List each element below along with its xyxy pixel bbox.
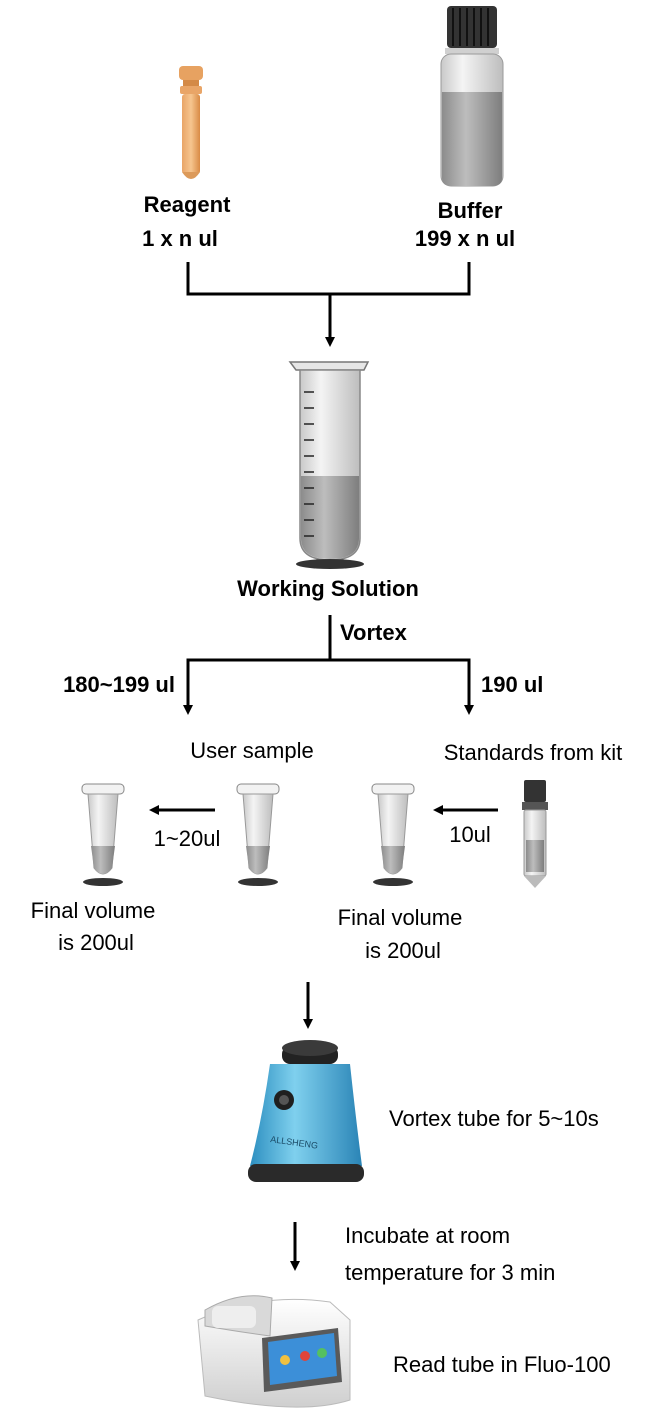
buffer-bottle-icon — [440, 6, 504, 187]
fluo-reader-icon — [197, 1295, 351, 1408]
buffer-name: Buffer — [438, 198, 503, 223]
right-transfer-label: 10ul — [449, 822, 491, 847]
reagent-volume: 1 x n ul — [142, 226, 218, 251]
user-sample-label: User sample — [190, 738, 313, 763]
merge-bracket — [186, 262, 471, 296]
left-final-tube-icon — [81, 783, 125, 886]
left-transfer-label: 1~20ul — [154, 826, 221, 851]
working-solution-label: Working Solution — [237, 576, 419, 601]
reagent-tube-icon — [179, 66, 203, 179]
left-final-line2: is 200ul — [58, 930, 134, 955]
standards-vial-icon — [522, 780, 548, 888]
buffer-volume: 199 x n ul — [415, 226, 515, 251]
right-volume-label: 190 ul — [481, 672, 543, 697]
incubate-line2: temperature for 3 min — [345, 1260, 555, 1285]
vortex-mixer-icon: ALLSHENG — [248, 1040, 364, 1182]
left-volume-label: 180~199 ul — [63, 672, 175, 697]
right-final-line2: is 200ul — [365, 938, 441, 963]
right-final-tube-icon — [371, 783, 415, 886]
working-solution-tube-icon — [288, 361, 370, 569]
user-sample-tube-icon — [236, 783, 280, 886]
standards-label: Standards from kit — [444, 740, 623, 765]
reagent-name: Reagent — [144, 192, 231, 217]
left-final-line1: Final volume — [31, 898, 156, 923]
vortex-step-label: Vortex tube for 5~10s — [389, 1106, 599, 1131]
split-bracket — [186, 658, 474, 715]
incubate-line1: Incubate at room — [345, 1223, 510, 1248]
vortex-label: Vortex — [340, 620, 408, 645]
read-step-label: Read tube in Fluo-100 — [393, 1352, 611, 1377]
right-final-line1: Final volume — [338, 905, 463, 930]
